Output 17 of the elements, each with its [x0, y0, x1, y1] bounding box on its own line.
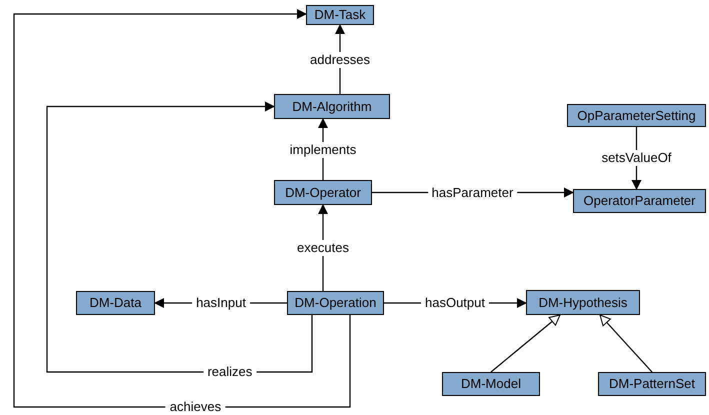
class-box: DM-Operation — [287, 291, 384, 315]
edge-label: hasParameter — [428, 184, 518, 200]
class-box: DM-Algorithm — [274, 94, 390, 119]
edge-label: hasOutput — [421, 295, 489, 311]
class-box: DM-Operator — [274, 180, 372, 205]
class-box: DM-Hypothesis — [526, 290, 640, 315]
inheritance-arrow — [600, 314, 652, 372]
class-box: OpParameterSetting — [567, 104, 706, 127]
edge-label: hasInput — [192, 295, 250, 311]
arrow — [46, 102, 313, 373]
arrow — [13, 9, 351, 408]
inheritance-arrow — [490, 314, 560, 372]
class-box: DM-Task — [306, 5, 374, 25]
class-box: DM-Data — [76, 291, 155, 315]
class-box: DM-Model — [442, 372, 540, 396]
class-box: DM-PatternSet — [598, 372, 706, 396]
class-box: OperatorParameter — [573, 189, 706, 213]
